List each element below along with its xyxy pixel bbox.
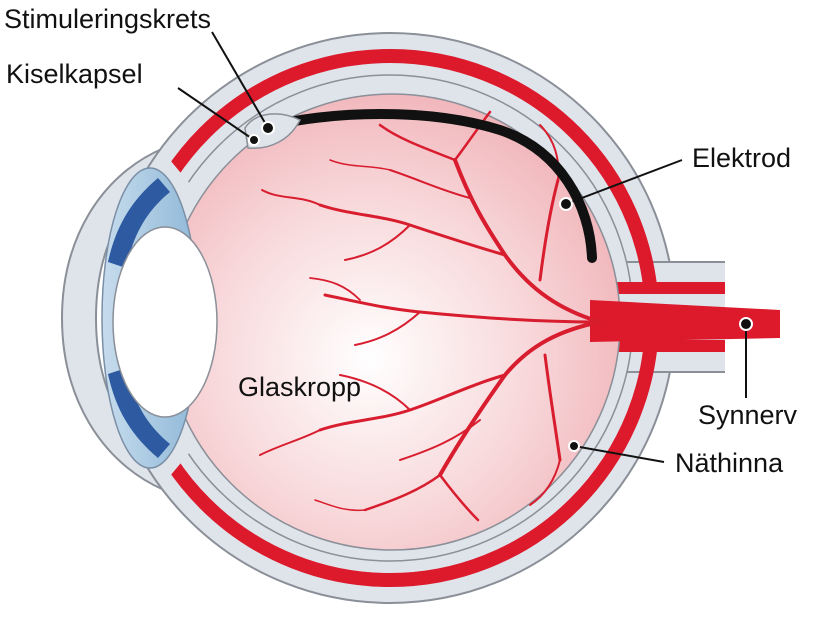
leader-electrode — [565, 159, 683, 205]
iris-lower — [108, 368, 170, 458]
leader-stimulation-circuit — [211, 31, 269, 129]
optic-nerve — [590, 300, 780, 342]
label-electrode: Elektrod — [692, 143, 792, 173]
iris-upper — [108, 178, 170, 268]
dot-optic-nerve — [739, 317, 753, 331]
leader-retina — [573, 445, 665, 463]
leader-lines — [177, 31, 747, 463]
blood-vessels — [259, 110, 602, 522]
dot-stimulation-circuit — [261, 121, 275, 135]
dot-electrode — [559, 197, 573, 211]
label-stimulation-circuit: Stimuleringskrets — [4, 4, 212, 34]
electrode-strip — [257, 109, 597, 263]
label-retina: Näthinna — [675, 448, 784, 478]
leader-silicon-capsule — [177, 87, 255, 141]
label-optic-nerve: Synnerv — [698, 400, 798, 430]
pupil — [112, 226, 218, 418]
dot-silicon-capsule — [248, 134, 260, 146]
label-silicon-capsule: Kiselkapsel — [6, 59, 143, 89]
dot-retina — [568, 440, 580, 452]
leader-dots — [248, 121, 753, 452]
label-vitreous-body: Glaskropp — [238, 372, 362, 402]
